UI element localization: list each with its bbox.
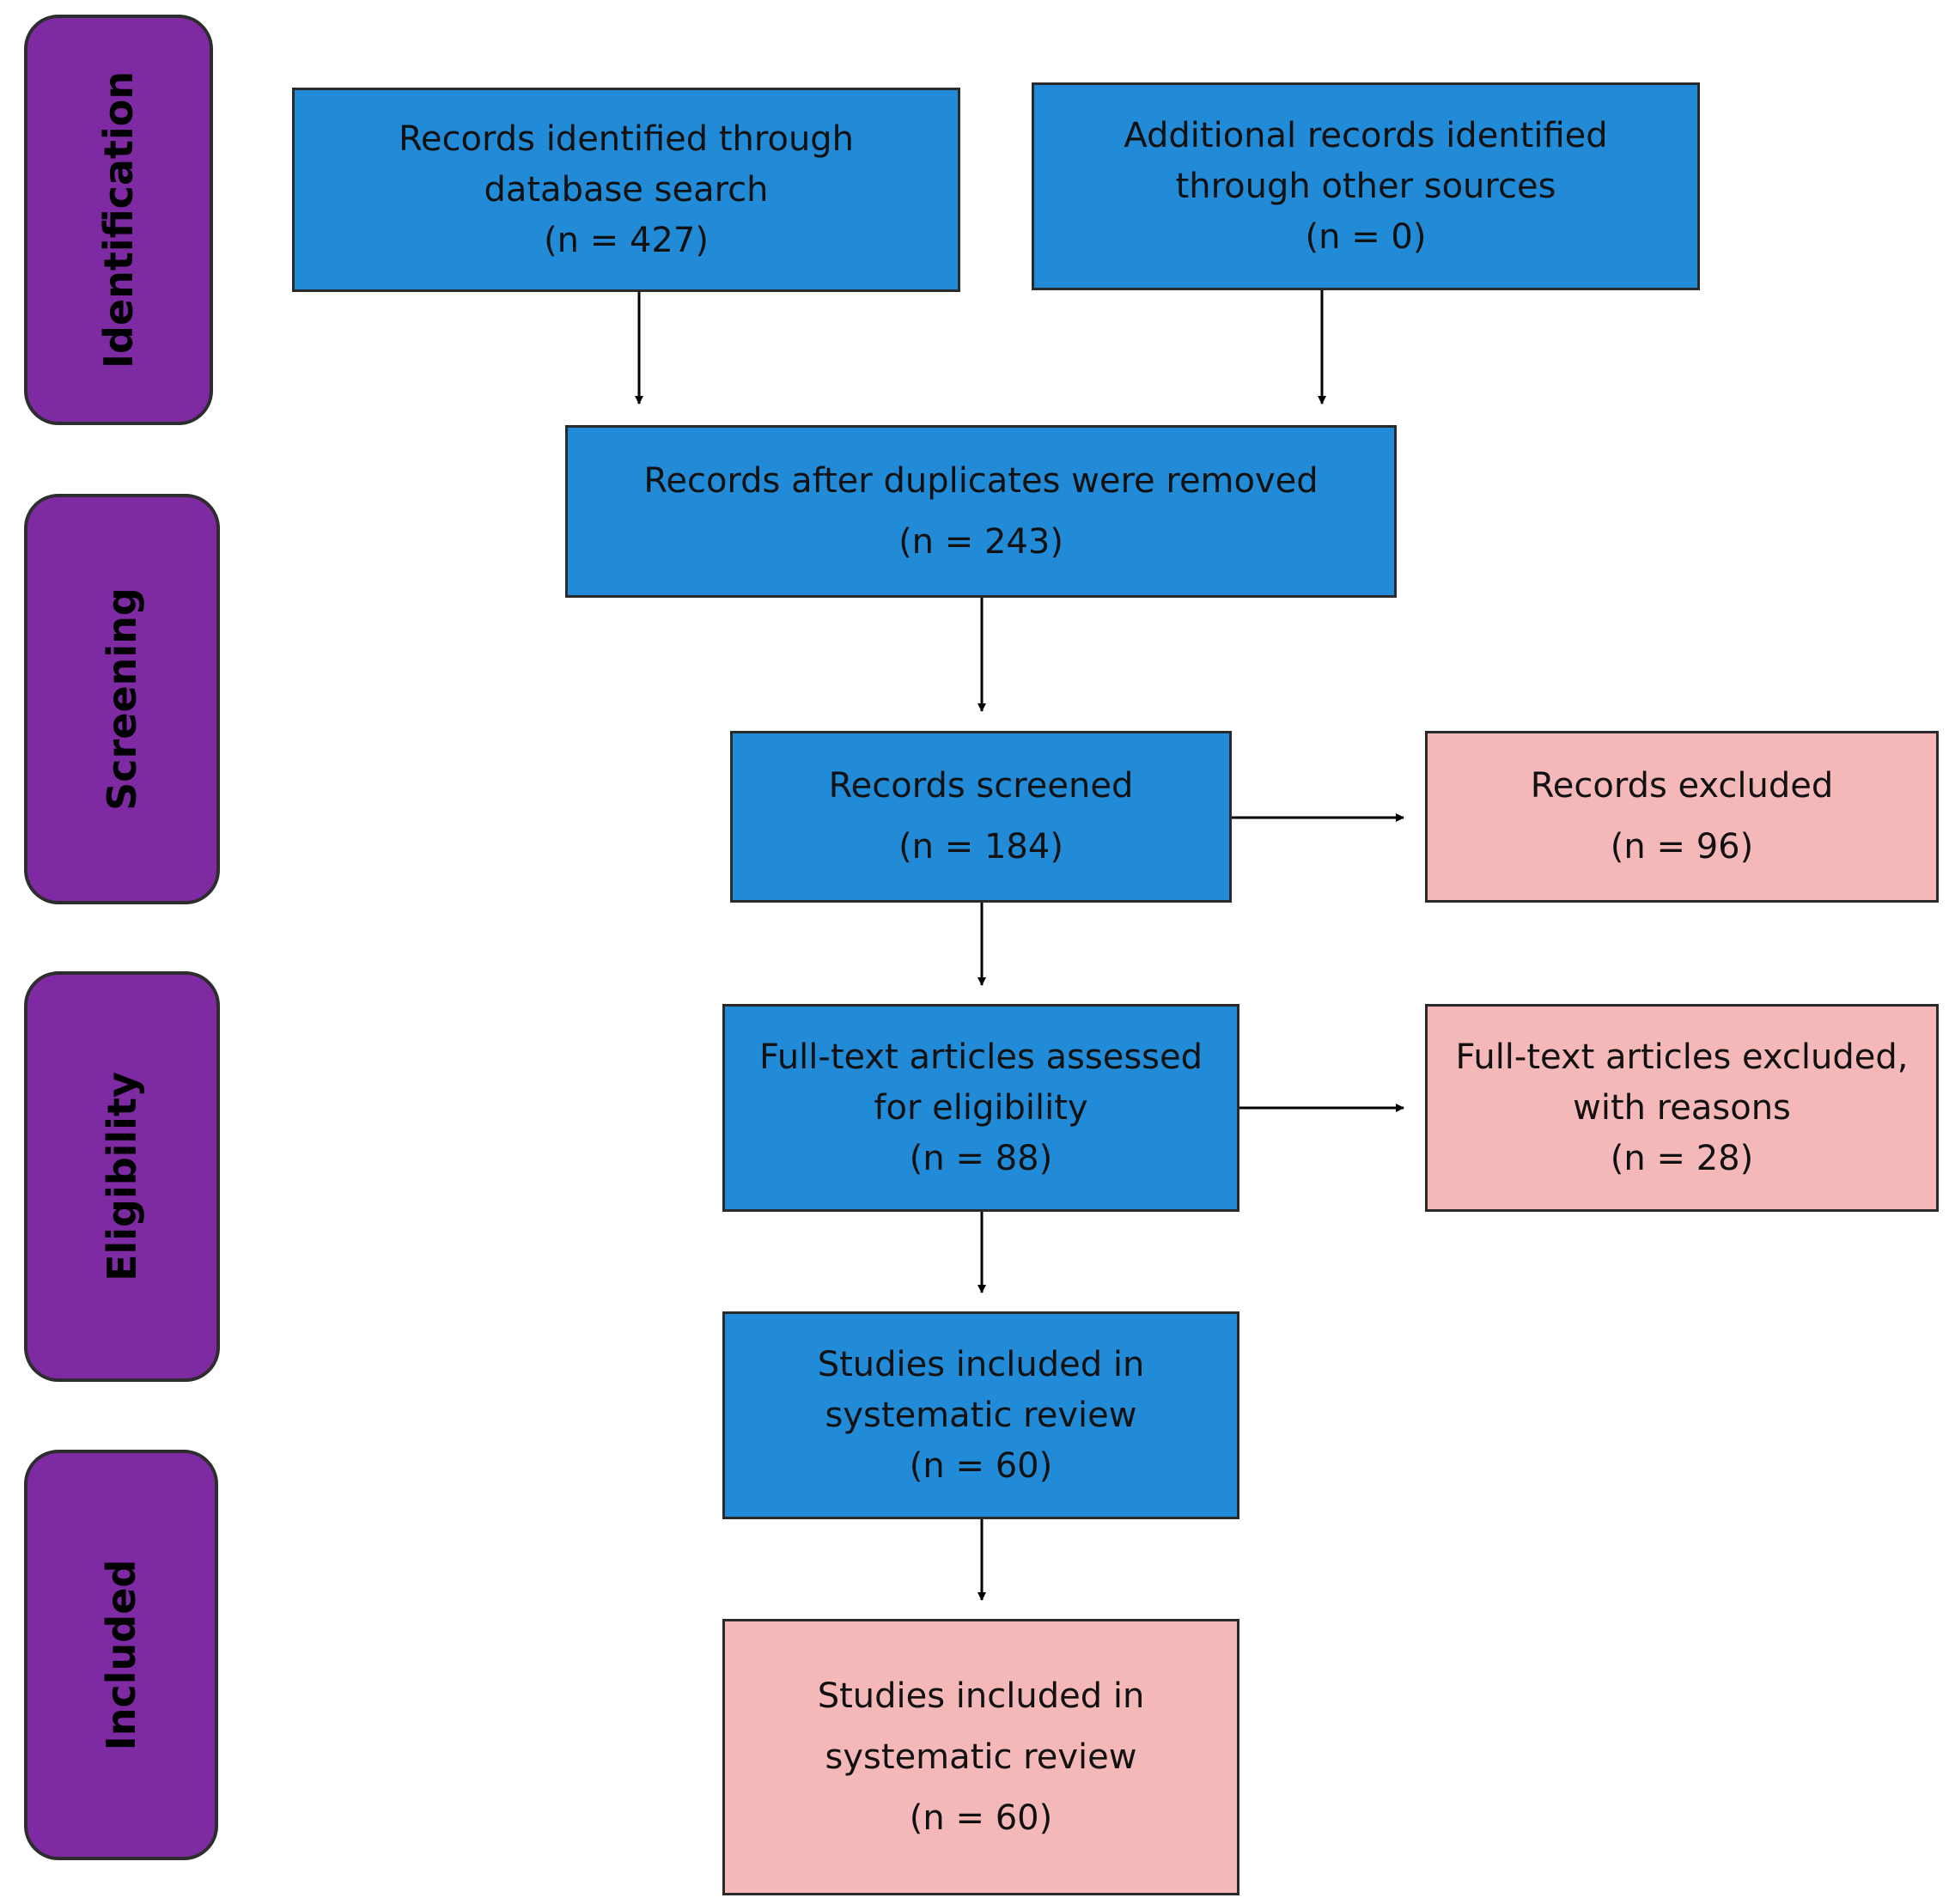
other-sources-line1: Additional records identified [1124,115,1608,155]
fulltext-assessed-line1: Full-text articles assessed [759,1037,1203,1077]
fulltext-excluded-count: (n = 28) [1610,1138,1754,1178]
records-screened-count: (n = 184) [898,827,1063,867]
studies-included-final-count: (n = 60) [909,1798,1053,1838]
after-duplicates-line1: Records after duplicates were removed [643,460,1319,501]
box-studies-included: Studies included in systematic review (n… [722,1311,1239,1519]
records-excluded-count: (n = 96) [1610,827,1754,867]
box-other-sources: Additional records identified through ot… [1032,82,1700,290]
stage-included: Included [24,1450,218,1860]
fulltext-excluded-line1: Full-text articles excluded, [1455,1037,1909,1077]
fulltext-assessed-count: (n = 88) [909,1138,1053,1178]
box-studies-included-final: Studies included in systematic review (n… [722,1619,1239,1895]
studies-included-count: (n = 60) [909,1445,1053,1486]
box-after-duplicates: Records after duplicates were removed (n… [565,425,1397,598]
records-excluded-line1: Records excluded [1530,766,1834,806]
database-search-line1: Records identified through [398,119,855,159]
stage-screening: Screening [24,494,220,904]
studies-included-line1: Studies included in [817,1344,1145,1384]
stage-eligibility: Eligibility [24,971,220,1382]
box-fulltext-assessed: Full-text articles assessed for eligibil… [722,1004,1239,1212]
box-database-search: Records identified through database sear… [292,88,960,292]
fulltext-assessed-line2: for eligibility [874,1087,1088,1128]
database-search-count: (n = 427) [544,220,709,260]
database-search-line2: database search [484,169,769,210]
box-records-screened: Records screened (n = 184) [730,731,1232,903]
other-sources-count: (n = 0) [1305,216,1427,257]
studies-included-line2: systematic review [825,1395,1137,1435]
studies-included-final-line2: systematic review [825,1737,1137,1777]
box-records-excluded: Records excluded (n = 96) [1425,731,1939,903]
fulltext-excluded-line2: with reasons [1573,1087,1791,1128]
studies-included-final-line1: Studies included in [817,1676,1145,1716]
stage-identification: Identification [24,15,213,425]
other-sources-line2: through other sources [1175,166,1556,206]
box-fulltext-excluded: Full-text articles excluded, with reason… [1425,1004,1939,1212]
after-duplicates-count: (n = 243) [898,521,1063,562]
records-screened-line1: Records screened [828,766,1134,806]
